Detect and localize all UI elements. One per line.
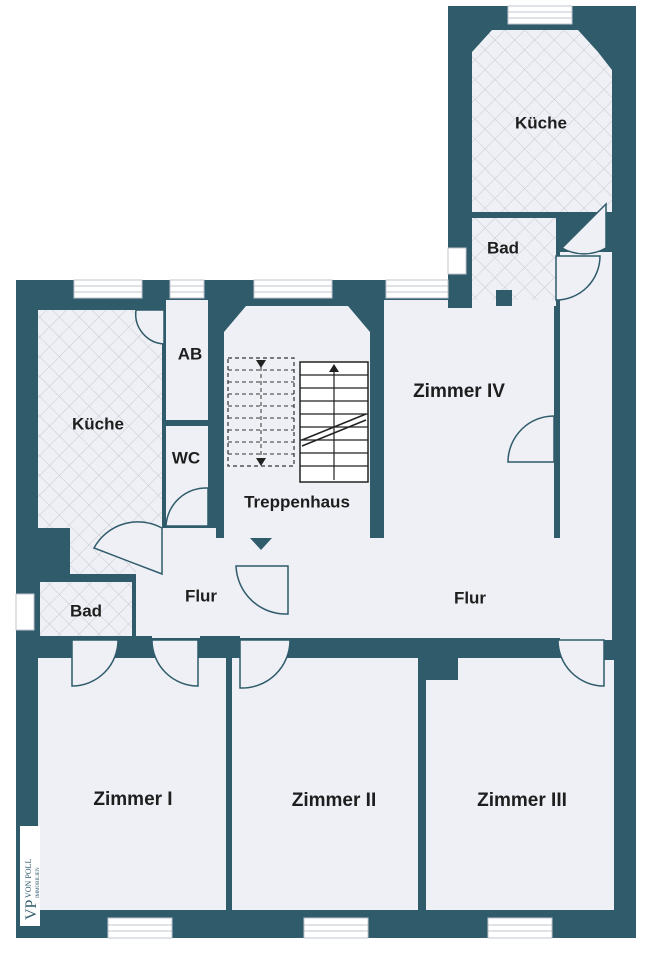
door-swing [134, 309, 165, 345]
doors [71, 202, 607, 689]
room-labels: Küche Bad Küche AB WC Treppenhaus Zimmer… [70, 113, 567, 811]
pillar [604, 640, 614, 660]
von-poll-logo: VP VON POLL IMMOBILIEN [20, 826, 41, 926]
label-wc: WC [172, 448, 200, 467]
stairs-up-arrow [329, 364, 339, 372]
floor-zimmer-ii [232, 658, 418, 910]
label-ab: AB [178, 344, 203, 363]
label-zimmer-iii: Zimmer III [477, 790, 567, 811]
floor-zimmer-i [38, 658, 226, 910]
door-swing [151, 639, 199, 687]
label-zimmer-iv: Zimmer IV [413, 381, 505, 402]
window [107, 917, 173, 939]
door-swing [92, 521, 163, 576]
window [15, 593, 35, 631]
door-swing [560, 202, 607, 255]
window [73, 279, 143, 299]
entrance-arrow-icon [250, 538, 272, 550]
door-swing [165, 487, 209, 527]
label-flur-left: Flur [185, 586, 217, 605]
floor-kueche-top [472, 30, 612, 212]
door-swing [239, 639, 291, 689]
window [447, 247, 467, 275]
label-zimmer-i: Zimmer I [93, 789, 172, 810]
door-swing [557, 639, 605, 687]
logo-sub: IMMOBILIEN [36, 867, 41, 898]
label-kueche-left: Küche [72, 414, 124, 433]
stairs-down-arrow-top [256, 360, 266, 368]
window [385, 279, 449, 299]
window [507, 5, 573, 25]
logo-name: VON POLL [24, 859, 33, 898]
window [253, 279, 333, 299]
floor-ab [166, 300, 208, 420]
window [487, 917, 553, 939]
logo-initials: VP [23, 899, 40, 920]
door-swing [235, 565, 289, 615]
pillar [118, 636, 152, 658]
pillar [200, 636, 240, 658]
stairs [227, 357, 369, 550]
pillar [496, 290, 512, 306]
stairs-break-line [301, 413, 367, 447]
pillar [448, 278, 472, 308]
label-treppenhaus: Treppenhaus [244, 492, 350, 511]
stairs-down-arrow [256, 458, 266, 466]
label-kueche-top: Küche [515, 113, 567, 132]
floor-kueche-left [38, 310, 162, 528]
interior-walls [38, 278, 614, 680]
floor-bad-left [40, 582, 132, 636]
label-bad-left: Bad [70, 601, 102, 620]
pillar [418, 640, 458, 680]
window-lines [74, 11, 572, 932]
windows [15, 5, 573, 939]
window [303, 917, 369, 939]
label-zimmer-ii: Zimmer II [292, 790, 376, 811]
door-swing [555, 255, 601, 301]
window [169, 279, 205, 299]
floor-zimmer-iii [426, 658, 614, 910]
door-swing [507, 415, 555, 463]
label-bad-top: Bad [487, 238, 519, 257]
label-flur-right: Flur [454, 588, 486, 607]
pillar [38, 540, 70, 580]
floor-bad-top [472, 218, 556, 306]
door-swing [71, 639, 119, 687]
